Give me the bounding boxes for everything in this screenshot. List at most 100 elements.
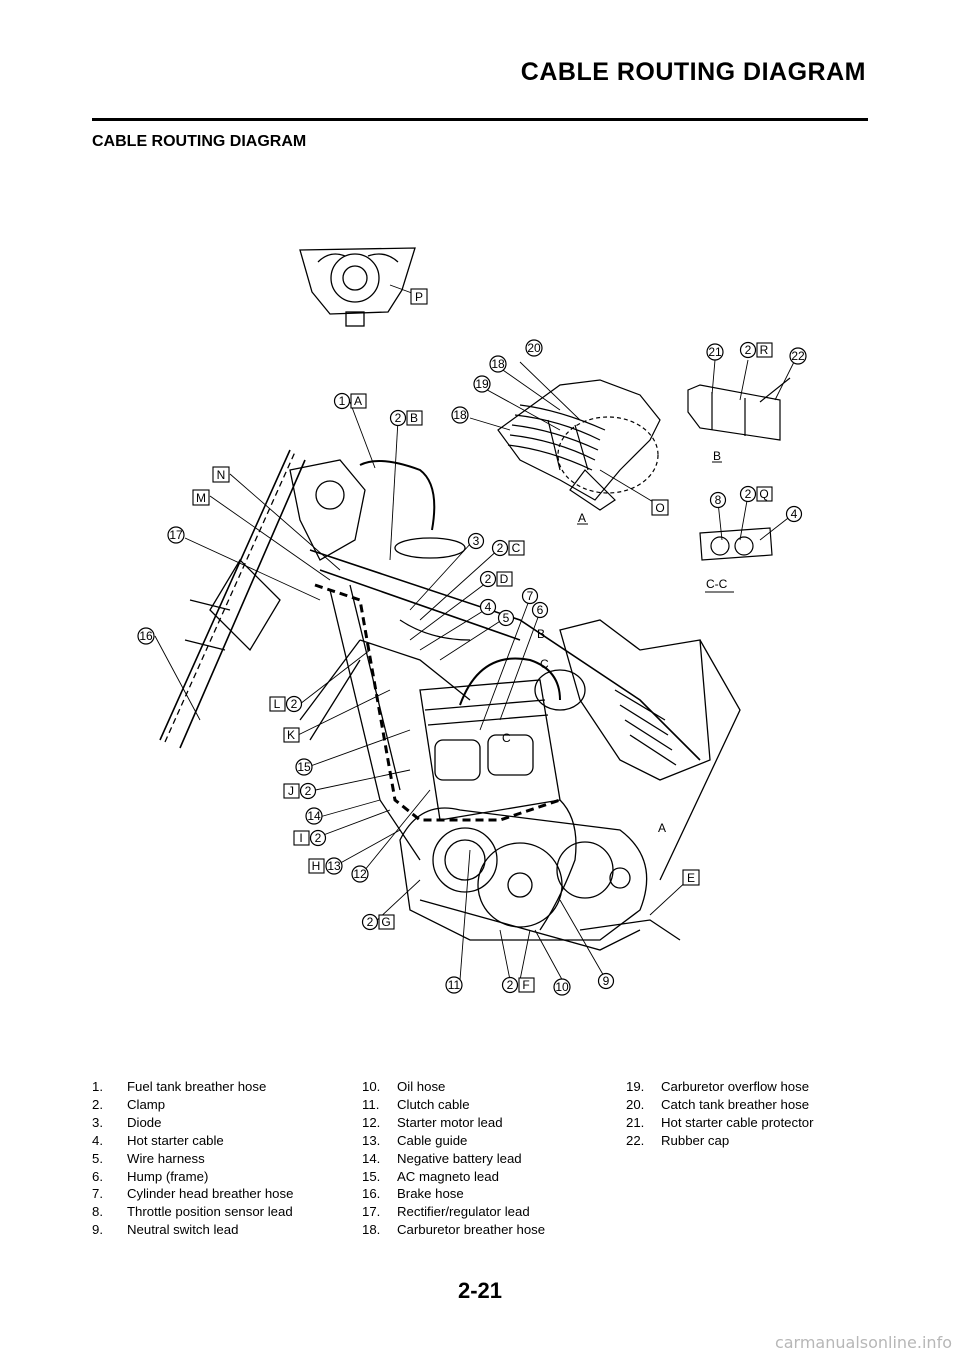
legend-item: 14.Negative battery lead [362, 1150, 522, 1166]
callouts: P 1 A 2 B N M 17 16 20 18 19 18 O 21 2 R… [137, 288, 807, 996]
callout-a: A [350, 393, 367, 409]
legend-column-3: 19.Carburetor overflow hose 20.Catch tan… [626, 1078, 813, 1150]
svg-text:A: A [354, 394, 362, 408]
callout-15: 15 [295, 758, 313, 776]
svg-text:R: R [760, 343, 769, 357]
callout-4-inset: 4 [785, 505, 803, 523]
svg-text:16: 16 [139, 629, 153, 643]
callout-o: O [651, 499, 669, 516]
svg-text:G: G [381, 915, 390, 929]
view-label-cc: C-C [706, 577, 728, 591]
callout-12: 12 [351, 865, 369, 883]
legend-column-1: 1.Fuel tank breather hose 2.Clamp 3.Diod… [92, 1078, 293, 1239]
callout-3: 3 [467, 532, 485, 550]
view-label-b-arrow: B [537, 627, 545, 641]
callout-1: 1 [333, 392, 351, 410]
inset-clamp-view [699, 527, 773, 561]
callout-2-f: 2 [501, 976, 519, 994]
callout-2-b: 2 [389, 409, 407, 427]
section-title: CABLE ROUTING DIAGRAM [92, 133, 307, 150]
inset-protector-view [687, 377, 791, 441]
svg-text:2: 2 [485, 572, 492, 586]
callout-2-c: 2 [491, 539, 509, 557]
callout-2-r: 2 [739, 341, 757, 359]
legend-item: 16.Brake hose [362, 1186, 464, 1202]
callout-22: 22 [789, 347, 807, 365]
page-number: 2-21 [457, 1278, 503, 1303]
callout-2-g: 2 [361, 913, 379, 931]
callout-13: 13 [325, 857, 343, 875]
callout-p: P [410, 288, 428, 305]
legend-item: 21.Hot starter cable protector [626, 1114, 814, 1130]
legend-item: 10.Oil hose [362, 1079, 446, 1094]
svg-text:2: 2 [315, 831, 322, 845]
watermark: carmanualsonline.info [774, 1333, 952, 1352]
svg-text:Q: Q [759, 487, 768, 501]
svg-text:11: 11 [448, 978, 461, 992]
svg-text:1: 1 [339, 394, 346, 408]
legend-item: 19.Carburetor overflow hose [626, 1079, 810, 1094]
legend-item: 15.AC magneto lead [362, 1168, 499, 1184]
callout-j: J [283, 783, 300, 799]
callout-2-q: 2 [739, 485, 757, 503]
view-label-a-arrow: A [658, 821, 666, 835]
svg-text:18: 18 [453, 408, 467, 422]
legend-column-2: 10.Oil hose 11.Clutch cable 12.Starter m… [362, 1078, 545, 1239]
legend-item: 4.Hot starter cable [92, 1132, 224, 1148]
svg-text:22: 22 [791, 349, 805, 363]
svg-text:20: 20 [527, 341, 541, 355]
callout-b: B [406, 410, 423, 426]
callout-10: 10 [553, 978, 571, 996]
callout-k: K [283, 727, 300, 743]
svg-text:C: C [512, 541, 521, 555]
svg-text:2: 2 [507, 978, 514, 992]
svg-text:21: 21 [708, 345, 722, 359]
callout-19: 19 [473, 375, 491, 393]
svg-text:19: 19 [475, 377, 489, 391]
page-header: CABLE ROUTING DIAGRAM [520, 58, 866, 86]
callout-i: I [293, 830, 310, 846]
svg-text:2: 2 [395, 411, 402, 425]
svg-text:O: O [655, 501, 664, 515]
callout-4: 4 [479, 598, 497, 616]
callout-5: 5 [497, 609, 515, 627]
callout-7: 7 [521, 587, 539, 605]
callout-2-d: 2 [479, 570, 497, 588]
callout-14: 14 [305, 807, 323, 825]
svg-text:15: 15 [297, 760, 311, 774]
callout-9: 9 [597, 972, 615, 990]
svg-text:5: 5 [503, 611, 510, 625]
view-label-b: B [713, 449, 721, 463]
callout-11: 11 [445, 976, 463, 994]
callout-g: G [378, 914, 395, 930]
legend-item: 17.Rectifier/regulator lead [362, 1204, 530, 1220]
view-label-c-arrow: C [540, 657, 549, 671]
svg-text:12: 12 [353, 867, 367, 881]
legend-item: 13.Cable guide [362, 1132, 468, 1148]
legend-item: 5.Wire harness [92, 1150, 205, 1166]
svg-text:10: 10 [555, 980, 569, 994]
callout-m: M [192, 489, 210, 506]
svg-text:J: J [288, 784, 294, 798]
headlight-view [299, 247, 416, 327]
svg-text:2: 2 [367, 915, 374, 929]
svg-text:L: L [274, 697, 281, 711]
callout-18-top: 18 [489, 355, 507, 373]
callout-c: C [508, 540, 525, 556]
legend-item: 12.Starter motor lead [362, 1114, 503, 1130]
svg-text:E: E [687, 871, 695, 885]
callout-l: L [269, 696, 286, 712]
callout-2-i: 2 [309, 829, 327, 847]
svg-text:3: 3 [473, 534, 480, 548]
callout-16: 16 [137, 627, 155, 645]
legend-item: 9.Neutral switch lead [92, 1222, 239, 1238]
callout-f: F [518, 977, 535, 993]
svg-text:2: 2 [291, 697, 298, 711]
callout-8: 8 [709, 491, 727, 509]
legend-item: 7.Cylinder head breather hose [92, 1186, 294, 1202]
legend-item: 1.Fuel tank breather hose [92, 1079, 267, 1094]
svg-text:4: 4 [791, 507, 798, 521]
svg-text:K: K [287, 728, 295, 742]
main-assembly [159, 449, 741, 951]
legend-item: 18.Carburetor breather hose [362, 1222, 546, 1238]
